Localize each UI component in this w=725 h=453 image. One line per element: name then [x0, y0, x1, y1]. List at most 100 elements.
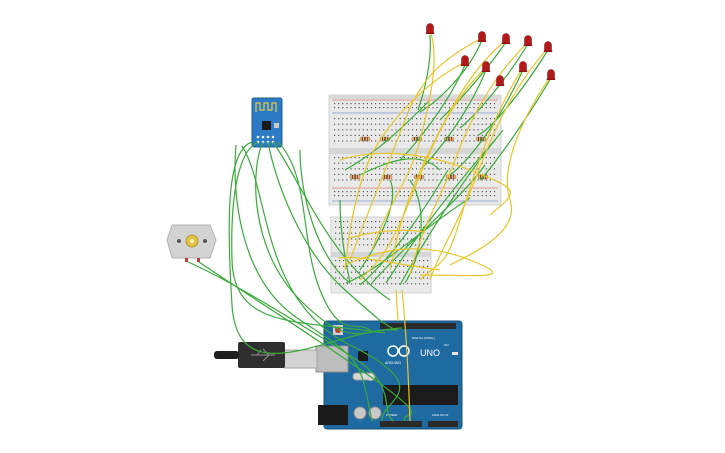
breadboard-hole[interactable]: [355, 226, 357, 228]
breadboard-hole[interactable]: [469, 179, 471, 181]
breadboard-hole[interactable]: [432, 134, 434, 136]
breadboard-hole[interactable]: [358, 123, 360, 125]
breadboard-hole[interactable]: [403, 283, 405, 285]
breadboard-hole[interactable]: [465, 140, 467, 142]
breadboard-hole[interactable]: [420, 118, 422, 120]
breadboard-hole[interactable]: [343, 260, 345, 262]
breadboard-hole[interactable]: [461, 107, 463, 109]
breadboard-hole[interactable]: [457, 129, 459, 131]
breadboard-hole[interactable]: [436, 103, 438, 105]
breadboard-hole[interactable]: [416, 118, 418, 120]
breadboard-hole[interactable]: [432, 118, 434, 120]
breadboard-hole[interactable]: [399, 134, 401, 136]
breadboard-hole[interactable]: [452, 103, 455, 105]
wifi-module[interactable]: [251, 97, 283, 148]
breadboard-hole[interactable]: [424, 157, 426, 159]
breadboard-hole[interactable]: [436, 191, 438, 193]
breadboard-hole[interactable]: [391, 232, 393, 234]
breadboard-hole[interactable]: [355, 271, 357, 273]
breadboard-hole[interactable]: [473, 134, 475, 136]
breadboard-hole[interactable]: [452, 191, 455, 193]
breadboard-hole[interactable]: [477, 179, 479, 181]
breadboard-hole[interactable]: [415, 277, 417, 279]
breadboard-hole[interactable]: [354, 173, 356, 175]
breadboard-hole[interactable]: [395, 134, 397, 136]
breadboard-hole[interactable]: [346, 140, 348, 142]
breadboard-hole[interactable]: [407, 226, 409, 228]
breadboard-hole[interactable]: [351, 283, 353, 285]
breadboard-hole[interactable]: [481, 157, 483, 159]
breadboard-hole[interactable]: [351, 226, 353, 228]
breadboard-hole[interactable]: [481, 191, 483, 193]
breadboard-bottom[interactable]: [330, 216, 432, 294]
breadboard-hole[interactable]: [436, 173, 438, 175]
breadboard-hole[interactable]: [370, 103, 373, 105]
breadboard-hole[interactable]: [371, 226, 373, 228]
breadboard-hole[interactable]: [362, 168, 364, 170]
breadboard-hole[interactable]: [485, 103, 487, 105]
breadboard-hole[interactable]: [493, 191, 496, 193]
breadboard-hole[interactable]: [489, 118, 491, 120]
breadboard-hole[interactable]: [391, 265, 393, 267]
breadboard-hole[interactable]: [343, 238, 345, 240]
breadboard-hole[interactable]: [493, 123, 496, 125]
breadboard-hole[interactable]: [461, 140, 463, 142]
breadboard-hole[interactable]: [363, 283, 365, 285]
breadboard-hole[interactable]: [370, 179, 373, 181]
breadboard-hole[interactable]: [379, 244, 381, 246]
breadboard-hole[interactable]: [375, 179, 377, 181]
breadboard-hole[interactable]: [351, 277, 353, 279]
breadboard-hole[interactable]: [411, 123, 414, 125]
breadboard-hole[interactable]: [383, 191, 385, 193]
breadboard-hole[interactable]: [432, 129, 434, 131]
breadboard-hole[interactable]: [423, 265, 425, 267]
breadboard-hole[interactable]: [342, 162, 344, 164]
breadboard-hole[interactable]: [407, 265, 409, 267]
breadboard-hole[interactable]: [407, 195, 409, 197]
breadboard-hole[interactable]: [440, 173, 442, 175]
breadboard-hole[interactable]: [493, 157, 496, 159]
breadboard-hole[interactable]: [387, 191, 389, 193]
breadboard-hole[interactable]: [354, 168, 356, 170]
breadboard-hole[interactable]: [411, 157, 414, 159]
breadboard-hole[interactable]: [461, 123, 463, 125]
breadboard-hole[interactable]: [370, 191, 373, 193]
breadboard-hole[interactable]: [355, 232, 357, 234]
breadboard-hole[interactable]: [419, 271, 421, 273]
breadboard-hole[interactable]: [452, 134, 455, 136]
breadboard-hole[interactable]: [362, 191, 364, 193]
breadboard-hole[interactable]: [387, 238, 389, 240]
breadboard-hole[interactable]: [436, 179, 438, 181]
breadboard-hole[interactable]: [387, 221, 389, 223]
breadboard-hole[interactable]: [335, 221, 337, 223]
breadboard-hole[interactable]: [375, 118, 377, 120]
breadboard-hole[interactable]: [350, 103, 352, 105]
breadboard-hole[interactable]: [399, 283, 401, 285]
breadboard-hole[interactable]: [481, 118, 483, 120]
breadboard-hole[interactable]: [399, 179, 401, 181]
breadboard-hole[interactable]: [350, 191, 352, 193]
breadboard-hole[interactable]: [403, 134, 405, 136]
breadboard-hole[interactable]: [477, 118, 479, 120]
breadboard-hole[interactable]: [363, 238, 365, 240]
breadboard-hole[interactable]: [407, 118, 409, 120]
breadboard-hole[interactable]: [423, 277, 425, 279]
breadboard-hole[interactable]: [444, 103, 446, 105]
breadboard-hole[interactable]: [342, 103, 344, 105]
breadboard-hole[interactable]: [379, 238, 381, 240]
breadboard-hole[interactable]: [473, 195, 475, 197]
breadboard-hole[interactable]: [375, 277, 377, 279]
breadboard-hole[interactable]: [339, 277, 341, 279]
analog-header[interactable]: [428, 421, 458, 427]
breadboard-hole[interactable]: [375, 226, 377, 228]
breadboard-hole[interactable]: [465, 195, 467, 197]
breadboard-hole[interactable]: [347, 238, 349, 240]
breadboard-hole[interactable]: [477, 191, 479, 193]
breadboard-hole[interactable]: [448, 129, 450, 131]
breadboard-hole[interactable]: [387, 103, 389, 105]
breadboard-hole[interactable]: [350, 157, 352, 159]
breadboard-hole[interactable]: [469, 157, 471, 159]
breadboard-hole[interactable]: [363, 232, 365, 234]
breadboard-hole[interactable]: [387, 134, 389, 136]
breadboard-hole[interactable]: [411, 277, 413, 279]
